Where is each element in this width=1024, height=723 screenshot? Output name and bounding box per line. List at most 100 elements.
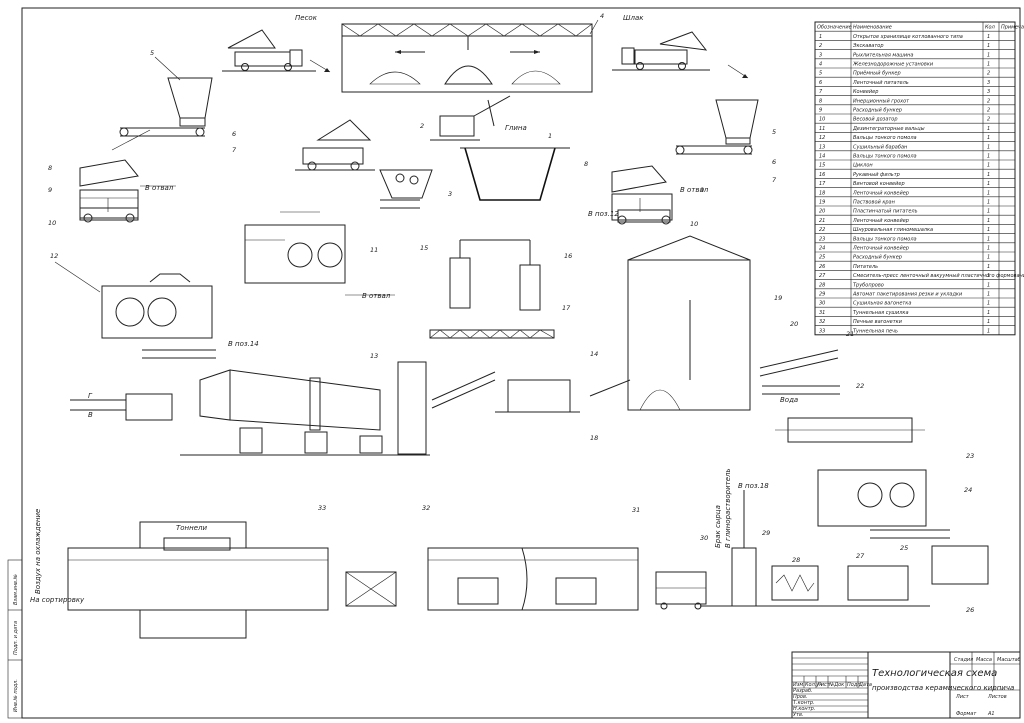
spec-row-23-col-0: 23 — [819, 236, 825, 242]
dump-truck-left — [222, 29, 316, 72]
cutting-automat — [731, 490, 757, 607]
crane-hall — [627, 235, 751, 411]
spec-row-5-col-1: Приёмный бункер — [853, 71, 901, 77]
spec-row-32-col-2: 1 — [987, 319, 990, 325]
spec-row-17-col-1: Винтовой конвейер — [853, 181, 905, 187]
spec-row-32-col-0: 32 — [819, 319, 825, 325]
spec-row-3-col-1: Рыхлительная машина — [853, 52, 913, 58]
spec-row-19-col-2: 1 — [987, 200, 990, 206]
spec-row-14-col-1: Вальцы тонкого помола — [853, 154, 917, 160]
spec-row-27-col-2: 1 — [987, 273, 990, 279]
spec-row-15-col-1: Циклон — [853, 163, 873, 169]
receiving-hopper-left — [111, 77, 213, 151]
title-line2: производства керамического кирпича — [872, 684, 1014, 692]
spec-row-1-col-2: 1 — [987, 34, 990, 40]
callout-27: 27 — [856, 552, 865, 560]
title-format: Формат — [956, 711, 977, 717]
spec-header-2: Кол — [985, 25, 996, 31]
title-massa: Масса — [976, 657, 992, 663]
callout-9-right: 9 — [700, 186, 704, 194]
spec-row-11-col-2: 1 — [987, 126, 990, 132]
callout-3: 3 — [448, 190, 452, 198]
spec-row-5-col-2: 2 — [987, 71, 990, 77]
callout-16: 16 — [564, 252, 572, 260]
callout-8-right: 8 — [584, 160, 588, 168]
spec-row-32-col-1: Печные вагонетки — [853, 319, 903, 325]
label-tonneli: Тоннели — [176, 524, 207, 532]
stamp-podp-data: Подп. и дата — [13, 621, 19, 655]
callout-5-right: 5 — [772, 128, 776, 136]
spec-row-30-col-1: Сушильная вагонетка — [853, 301, 911, 307]
callout-22: 22 — [856, 382, 864, 390]
spec-row-4-col-1: Железнодорожные установки — [852, 62, 934, 68]
title-row-sign-3: Н.контр. — [793, 706, 815, 712]
spec-row-25-col-2: 1 — [987, 255, 990, 261]
spec-row-8-col-2: 2 — [987, 98, 990, 104]
spec-row-31-col-0: 31 — [819, 310, 825, 316]
spec-row-23-col-2: 1 — [987, 236, 990, 242]
tunnel-kiln — [67, 521, 329, 639]
title-row-header-1: Кол.уч — [805, 682, 822, 688]
spec-row-29-col-1: Автомат пакетирования резки и укладки — [852, 292, 963, 298]
spec-row-28-col-2: 1 — [987, 282, 990, 288]
title-row-header-0: Изм. — [793, 682, 805, 688]
spec-row-22-col-2: 1 — [987, 227, 990, 233]
callout-13: 13 — [370, 352, 378, 360]
label-glina: Глина — [505, 124, 527, 132]
spec-row-21-col-2: 1 — [987, 218, 990, 224]
spec-row-18-col-0: 18 — [819, 190, 825, 196]
spec-row-19-col-0: 19 — [819, 200, 825, 206]
spec-row-9-col-0: 9 — [819, 108, 822, 114]
callout-8-left: 8 — [48, 164, 52, 172]
spec-row-3-col-0: 3 — [819, 52, 822, 58]
spec-row-7-col-0: 7 — [819, 89, 823, 95]
callout-1: 1 — [548, 132, 552, 140]
clay-mixer — [775, 417, 925, 443]
title-row-header-3: №Док — [828, 682, 844, 688]
spec-row-28-col-1: Трубопрово — [853, 282, 884, 288]
spec-row-31-col-2: 1 — [987, 310, 990, 316]
spec-row-29-col-2: 1 — [987, 292, 990, 298]
spec-row-25-col-0: 25 — [819, 255, 825, 261]
callout-31: 31 — [632, 506, 640, 514]
spec-row-30-col-0: 30 — [819, 301, 825, 307]
spec-row-7-col-1: Конвейер — [853, 89, 878, 95]
spec-row-10-col-2: 2 — [987, 117, 990, 123]
spec-row-26-col-1: Питатель — [853, 264, 878, 270]
callout-2: 2 — [420, 122, 424, 130]
spec-row-15-col-2: 1 — [987, 163, 990, 169]
side-stamp: Инв.№ подл. Подп. и дата Взам.инв.№ — [7, 559, 23, 719]
title-row-sign-1: Пров. — [793, 694, 808, 700]
spec-row-20-col-1: Пластинчатый питатель — [853, 209, 918, 215]
callout-20: 20 — [790, 320, 798, 328]
spec-row-6-col-0: 6 — [819, 80, 822, 86]
callout-30: 30 — [700, 534, 708, 542]
title-masshtab: Масштаб — [997, 657, 1021, 663]
spec-row-13-col-2: 1 — [987, 144, 990, 150]
label-pesok: Песок — [295, 14, 318, 22]
title-format-value: А1 — [987, 711, 995, 717]
title-listov: Листов — [987, 694, 1007, 700]
label-v-otval-2: В отвал — [362, 292, 391, 300]
callout-24: 24 — [964, 486, 972, 494]
spec-row-27-col-1: Смеситель-пресс ленточный вакуумный плас… — [853, 273, 1024, 279]
spec-row-12-col-0: 12 — [819, 135, 825, 141]
cyclone-filter — [429, 239, 555, 339]
stamp-vzam: Взам.инв.№ — [13, 574, 19, 605]
title-list: Лист — [955, 694, 970, 700]
spec-row-23-col-1: Вальцы тонкого помола — [853, 236, 917, 242]
spec-row-10-col-1: Весовой дозатор — [853, 117, 898, 123]
spec-row-6-col-1: Ленточный питатель — [852, 80, 909, 86]
spec-row-24-col-1: Ленточный конвейер — [852, 246, 909, 252]
callout-32: 32 — [422, 504, 430, 512]
fine-grinding-rollers-12 — [101, 273, 213, 339]
specification-table: ОбозначениеНаименованиеКолПримечание1Отк… — [814, 21, 1024, 336]
spec-row-16-col-2: 1 — [987, 172, 990, 178]
spec-row-27-col-0: 27 — [819, 273, 826, 279]
label-v-glinorastvoritel: В глинорастворитель — [724, 468, 732, 548]
callout-18: 18 — [590, 434, 598, 442]
label-v-poz-12: В поз.12 — [588, 210, 619, 218]
spec-row-17-col-2: 1 — [987, 181, 990, 187]
